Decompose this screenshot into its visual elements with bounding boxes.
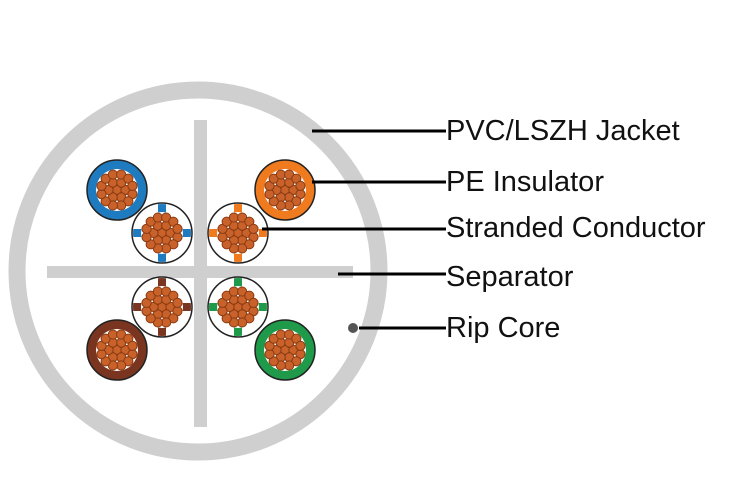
blue-pair	[86, 159, 193, 264]
conductor-strand	[172, 223, 183, 234]
stranded-conductor	[141, 212, 183, 254]
stranded-conductor	[217, 212, 259, 254]
brown-pair	[86, 276, 193, 381]
stranded-conductor	[96, 329, 138, 371]
rip-core-label: Rip Core	[446, 312, 561, 344]
conductor-strand	[295, 180, 306, 191]
green-pair	[207, 276, 316, 381]
twisted-pair-cores	[86, 159, 316, 381]
insulator-outline	[131, 202, 193, 264]
orange-pair	[207, 159, 316, 264]
insulator-outline	[207, 276, 269, 338]
conductor-strand	[127, 180, 138, 191]
jacket-label: PVC/LSZH Jacket	[446, 115, 680, 147]
conductor-strand	[295, 340, 306, 351]
insulator-outline	[131, 276, 193, 338]
conductor-strand	[127, 340, 138, 351]
stranded-conductor	[141, 286, 183, 328]
stranded-conductor	[264, 169, 306, 211]
conductor-label: Stranded Conductor	[446, 212, 706, 244]
rip-core-dot	[348, 323, 358, 333]
insulator-outline	[207, 202, 269, 264]
insulator-label: PE Insulator	[446, 166, 604, 198]
separator-label: Separator	[446, 261, 574, 293]
jacket-ring	[8, 81, 388, 461]
separator-horizontal-bar	[47, 266, 353, 278]
stranded-conductor	[264, 329, 306, 371]
stranded-conductor	[217, 286, 259, 328]
conductor-strand	[248, 297, 259, 308]
stranded-conductor	[96, 169, 138, 211]
conductor-strand	[248, 223, 259, 234]
conductor-strand	[172, 297, 183, 308]
